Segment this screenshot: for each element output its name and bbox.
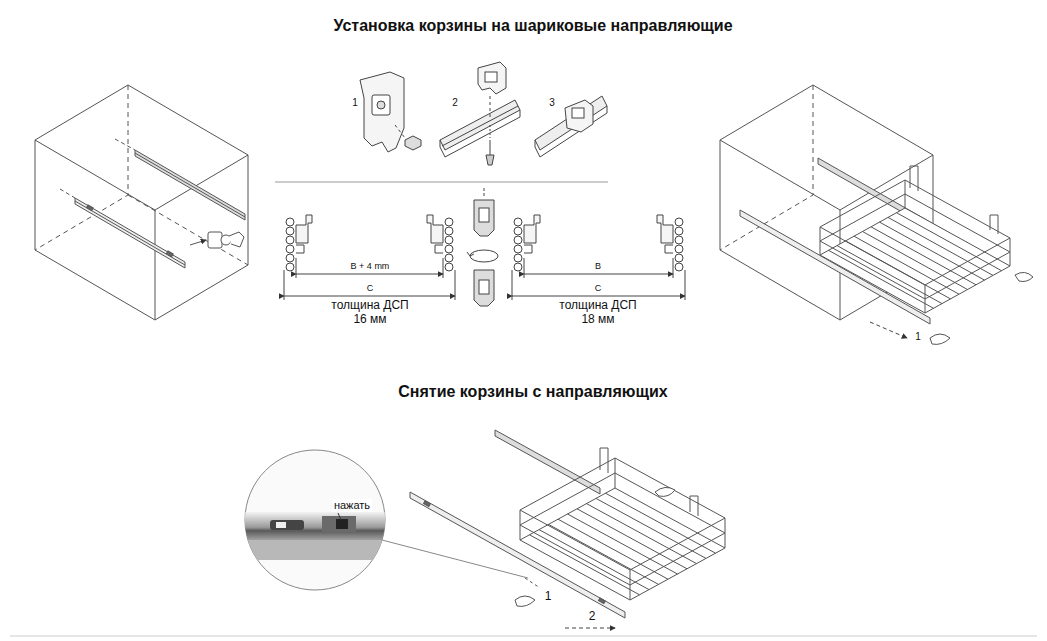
basket-right	[820, 166, 1033, 344]
basket-removal	[410, 430, 725, 618]
dimension-label: C	[365, 283, 376, 293]
action-label: нажать	[332, 499, 372, 512]
magnifier	[240, 450, 528, 590]
pull-arrow	[565, 628, 615, 629]
dimension-label: B + 4 mm	[349, 261, 392, 271]
callout-number: 2	[452, 97, 458, 109]
pull-arrow	[870, 322, 907, 338]
dimension-label: B	[593, 261, 603, 271]
callout-number: 1	[545, 590, 552, 604]
callout-number: 1	[915, 331, 921, 343]
frame-line	[10, 636, 1037, 637]
heading: Установка корзины на шариковые направляю…	[333, 17, 732, 35]
parts	[360, 62, 607, 165]
section-heading: Снятие корзины с направляющих	[398, 383, 668, 401]
dimension-16	[284, 215, 455, 300]
note: толщина ДСП 16 мм	[324, 299, 416, 327]
separator	[275, 182, 608, 183]
dimension-label: C	[593, 283, 604, 293]
dimension-18	[512, 215, 685, 300]
clip-rotation	[467, 188, 498, 306]
callout-number: 2	[589, 610, 596, 624]
cabinet-left	[35, 85, 248, 320]
callout-number: 1	[352, 97, 358, 109]
callout-number: 3	[549, 97, 555, 109]
note: толщина ДСП 18 мм	[552, 299, 644, 327]
